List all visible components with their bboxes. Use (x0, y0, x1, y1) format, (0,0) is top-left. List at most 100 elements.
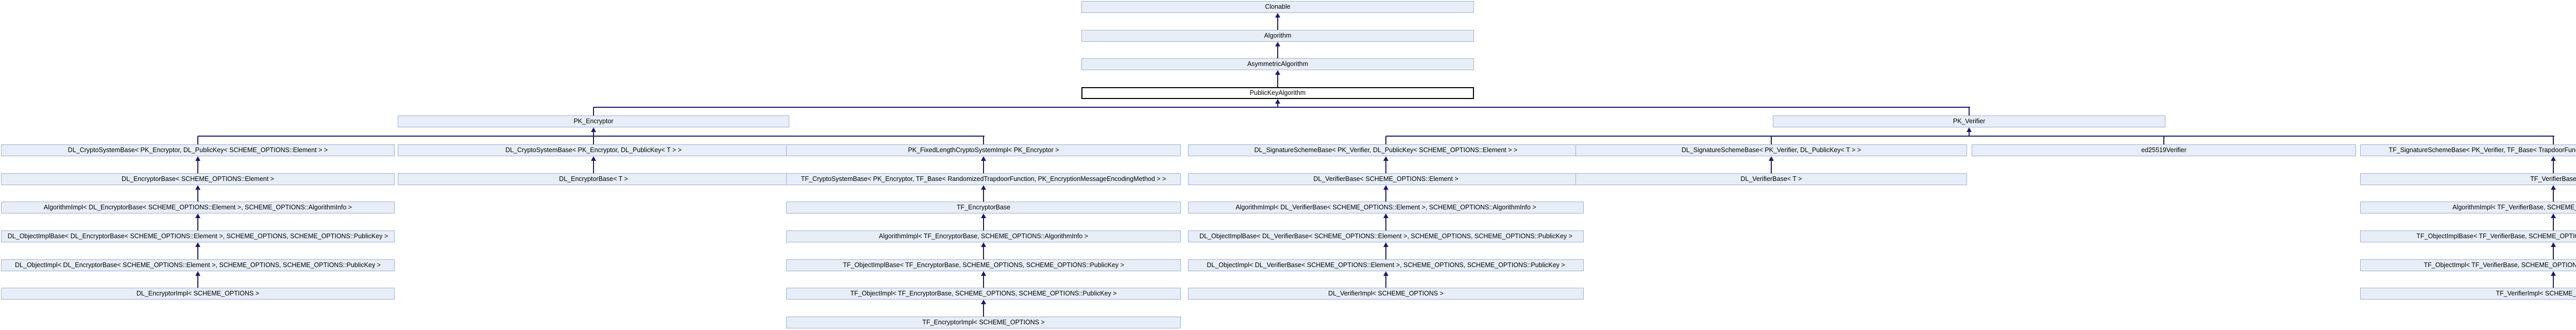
class-node-dl-objectimpl-ver[interactable]: DL_ObjectImpl< DL_VerifierBase< SCHEME_O… (1188, 259, 1584, 271)
edge-line (983, 136, 984, 144)
class-node-algimpl-dl-encryptorbase[interactable]: AlgorithmImpl< DL_EncryptorBase< SCHEME_… (1, 202, 395, 213)
inheritance-arrowhead (2551, 271, 2556, 276)
edge-line (594, 107, 1970, 108)
edge-line (197, 189, 198, 202)
edge-line (1277, 46, 1278, 58)
edge-line (1969, 107, 1970, 116)
class-node-dl-objectimplbase-enc[interactable]: DL_ObjectImplBase< DL_EncryptorBase< SCH… (1, 230, 395, 242)
inheritance-arrowhead (981, 185, 986, 190)
inheritance-arrowhead (195, 213, 200, 218)
edge-line (1386, 136, 2554, 137)
class-node-public-key-algorithm: PublicKeyAlgorithm (1081, 87, 1474, 99)
edge-line (198, 136, 985, 137)
class-node-algimpl-dl-verifierbase[interactable]: AlgorithmImpl< DL_VerifierBase< SCHEME_O… (1188, 202, 1584, 213)
class-node-dl-cryptosystembase-t[interactable]: DL_CryptoSystemBase< PK_Encryptor, DL_Pu… (398, 144, 789, 156)
class-node-pk-verifier[interactable]: PK_Verifier (1773, 116, 2165, 127)
inheritance-arrowhead (1383, 185, 1388, 190)
inheritance-arrowhead (591, 156, 596, 161)
edge-line (1385, 160, 1386, 173)
class-node-dl-objectimpl-enc[interactable]: DL_ObjectImpl< DL_EncryptorBase< SCHEME_… (1, 259, 395, 271)
class-node-dl-verifierimpl[interactable]: DL_VerifierImpl< SCHEME_OPTIONS > (1188, 288, 1584, 300)
class-node-ed25519verifier[interactable]: ed25519Verifier (1972, 144, 2356, 156)
class-node-tf-encryptorbase[interactable]: TF_EncryptorBase (786, 202, 1181, 213)
inheritance-arrowhead (2551, 242, 2556, 247)
edge-line (983, 218, 984, 230)
edge-line (1385, 189, 1386, 202)
class-node-tf-objectimplbase-enc[interactable]: TF_ObjectImplBase< TF_EncryptorBase, SCH… (786, 259, 1181, 271)
inheritance-arrowhead (981, 156, 986, 161)
class-node-pk-fixedlength-csi[interactable]: PK_FixedLengthCryptoSystemImpl< PK_Encry… (786, 144, 1181, 156)
edge-line (2553, 246, 2554, 259)
class-node-tf-verifierbase[interactable]: TF_VerifierBase (2360, 173, 2576, 185)
edge-line (197, 246, 198, 259)
class-node-tf-objectimpl-ver[interactable]: TF_ObjectImpl< TF_VerifierBase, SCHEME_O… (2360, 259, 2576, 271)
edge-line (2553, 275, 2554, 288)
inheritance-arrowhead (981, 271, 986, 276)
class-node-dl-encryptorbase-elem[interactable]: DL_EncryptorBase< SCHEME_OPTIONS::Elemen… (1, 173, 395, 185)
edge-line (1771, 136, 1772, 144)
class-node-dl-verifierbase-elem[interactable]: DL_VerifierBase< SCHEME_OPTIONS::Element… (1188, 173, 1584, 185)
class-node-algimpl-tf-encryptorbase[interactable]: AlgorithmImpl< TF_EncryptorBase, SCHEME_… (786, 230, 1181, 242)
edge-line (197, 275, 198, 288)
class-node-dl-verifierbase-t[interactable]: DL_VerifierBase< T > (1575, 173, 1967, 185)
inheritance-arrowhead (1967, 127, 1972, 132)
class-node-tf-cryptosystembase[interactable]: TF_CryptoSystemBase< PK_Encryptor, TF_Ba… (786, 173, 1181, 185)
inheritance-arrowhead (1275, 42, 1280, 46)
class-node-dl-encryptorbase-t[interactable]: DL_EncryptorBase< T > (398, 173, 789, 185)
inheritance-arrowhead (1383, 213, 1388, 218)
edge-line (2553, 218, 2554, 230)
inheritance-arrowhead (195, 156, 200, 161)
inheritance-arrowhead (2551, 213, 2556, 218)
class-node-dl-sigschemebase-t[interactable]: DL_SignatureSchemeBase< PK_Verifier, DL_… (1575, 144, 1967, 156)
edge-line (983, 246, 984, 259)
inheritance-arrowhead (1383, 271, 1388, 276)
edge-line (1277, 17, 1278, 30)
edge-line (593, 131, 594, 136)
edge-line (1385, 275, 1386, 288)
edge-line (983, 304, 984, 317)
inheritance-arrowhead (2551, 185, 2556, 190)
class-node-dl-cryptosystembase-elem[interactable]: DL_CryptoSystemBase< PK_Encryptor, DL_Pu… (1, 144, 395, 156)
class-node-algorithm[interactable]: Algorithm (1081, 30, 1474, 42)
class-node-tf-sigschemebase[interactable]: TF_SignatureSchemeBase< PK_Verifier, TF_… (2360, 144, 2576, 156)
class-node-dl-sigschemebase-elem[interactable]: DL_SignatureSchemeBase< PK_Verifier, DL_… (1188, 144, 1584, 156)
class-node-tf-encryptorimpl[interactable]: TF_EncryptorImpl< SCHEME_OPTIONS > (786, 317, 1181, 328)
edge-line (2553, 160, 2554, 173)
inheritance-arrowhead (591, 127, 596, 132)
edge-line (2553, 136, 2554, 144)
edge-line (983, 189, 984, 202)
edge-line (197, 218, 198, 230)
inheritance-arrowhead (981, 242, 986, 247)
class-node-pk-encryptor[interactable]: PK_Encryptor (398, 116, 789, 127)
edge-line (593, 107, 594, 116)
inheritance-arrowhead (1383, 242, 1388, 247)
class-node-clonable[interactable]: Clonable (1081, 1, 1474, 13)
edge-line (1385, 218, 1386, 230)
class-node-tf-objectimpl-enc[interactable]: TF_ObjectImpl< TF_EncryptorBase, SCHEME_… (786, 288, 1181, 300)
edge-line (593, 136, 594, 144)
edge-line (197, 136, 198, 144)
edge-line (2553, 189, 2554, 202)
class-node-dl-encryptorimpl[interactable]: DL_EncryptorImpl< SCHEME_OPTIONS > (1, 288, 395, 300)
inheritance-arrowhead (195, 271, 200, 276)
inheritance-arrowhead (1275, 70, 1280, 75)
inheritance-arrowhead (981, 300, 986, 304)
edge-line (1969, 131, 1970, 136)
inheritance-arrowhead (1769, 156, 1774, 161)
class-node-tf-verifierimpl[interactable]: TF_VerifierImpl< SCHEME_OPTIONS > (2360, 288, 2576, 300)
inheritance-arrowhead (2551, 156, 2556, 161)
class-node-dl-objectimplbase-ver[interactable]: DL_ObjectImplBase< DL_VerifierBase< SCHE… (1188, 230, 1584, 242)
edge-line (1277, 103, 1278, 107)
edge-line (2163, 136, 2164, 144)
class-node-asymmetric-algorithm[interactable]: AsymmetricAlgorithm (1081, 58, 1474, 70)
class-node-algimpl-tf-verifierbase[interactable]: AlgorithmImpl< TF_VerifierBase, SCHEME_O… (2360, 202, 2576, 213)
edge-line (983, 275, 984, 288)
inheritance-arrowhead (1275, 99, 1280, 104)
edge-line (1385, 246, 1386, 259)
edge-line (983, 160, 984, 173)
class-node-tf-objectimplbase-ver[interactable]: TF_ObjectImplBase< TF_VerifierBase, SCHE… (2360, 230, 2576, 242)
inheritance-arrowhead (195, 242, 200, 247)
inheritance-arrowhead (1383, 156, 1388, 161)
inheritance-arrowhead (981, 213, 986, 218)
